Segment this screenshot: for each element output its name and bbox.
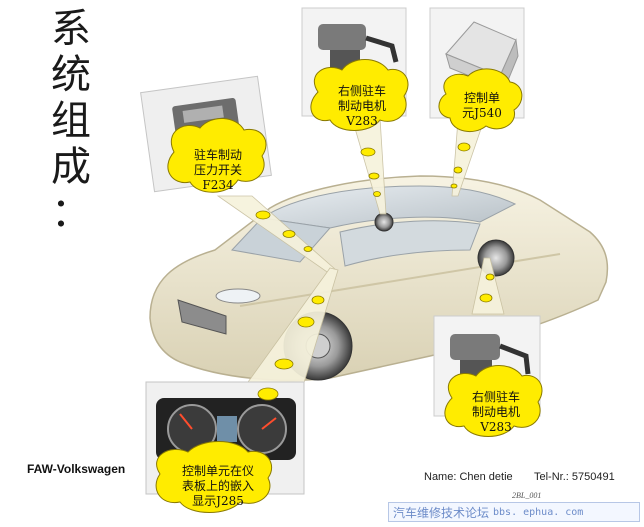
section-title: 系 统 组 成 ： <box>46 6 96 236</box>
car-roof-glass <box>260 185 517 229</box>
callout-right-motor-bottom: 右侧驻车 制动电机 V283 <box>446 386 546 438</box>
callout-line: 控制单元在仪 <box>181 463 254 478</box>
dot <box>479 293 493 303</box>
watermark-url: bbs. ephua. com <box>493 506 584 518</box>
author-name: Name: Chen detie <box>424 471 513 483</box>
dot <box>303 246 313 252</box>
image-code: 2BL_001 <box>512 491 542 500</box>
dot <box>453 166 463 174</box>
beam-right-motor-bottom <box>471 257 505 315</box>
callout-line: 表板上的嵌入 <box>181 478 254 493</box>
rear-left-wheel <box>374 212 394 232</box>
brand-label: FAW-Volkswagen <box>27 462 126 476</box>
dot <box>311 295 325 305</box>
callout-line: 显示J285 <box>192 493 244 508</box>
dot <box>274 358 294 370</box>
callout-line: 右侧驻车 <box>471 389 520 404</box>
callout-line: 制动电机 <box>471 404 520 419</box>
title-char: 成 <box>51 144 91 190</box>
dot <box>282 230 296 238</box>
callout-line: 制动电机 <box>337 98 386 113</box>
callout-dash-display: 控制单元在仪 表板上的嵌入 显示J285 <box>160 458 276 514</box>
dot <box>373 191 381 197</box>
callout-bubble-control-unit <box>438 68 523 133</box>
dot <box>360 147 376 157</box>
callout-bubble-right-motor-bottom <box>444 365 543 437</box>
title-char: ： <box>51 190 91 236</box>
callout-line: F234 <box>202 177 234 192</box>
callout-line: V283 <box>480 419 512 434</box>
callout-control-unit: 控制单 元J540 <box>444 84 520 128</box>
callout-line: 右侧驻车 <box>337 83 386 98</box>
dot <box>450 183 458 189</box>
dot <box>297 316 315 328</box>
callout-pressure-switch: 驻车制动 压力开关 F234 <box>170 142 266 198</box>
callout-bubble-right-motor-top <box>310 59 409 131</box>
callout-right-motor-top: 右侧驻车 制动电机 V283 <box>312 80 412 132</box>
title-char: 统 <box>51 52 91 98</box>
dot <box>255 210 271 220</box>
callout-bubble-pressure-switch <box>167 118 267 193</box>
callout-shapes <box>155 59 543 513</box>
callout-line: 元J540 <box>462 106 502 120</box>
dot <box>368 172 380 180</box>
dot <box>485 273 495 281</box>
car-headlight <box>215 288 261 304</box>
dot <box>257 387 279 401</box>
dot <box>457 142 471 152</box>
forum-watermark: 汽车维修技术论坛 bbs. ephua. com <box>388 502 640 522</box>
callout-line: V283 <box>346 113 378 128</box>
callout-line: 控制单 <box>463 91 500 105</box>
callout-line: 压力开关 <box>193 162 242 177</box>
title-char: 组 <box>51 98 91 144</box>
callout-line: 驻车制动 <box>193 147 242 162</box>
author-phone: Tel-Nr.: 5750491 <box>534 471 615 483</box>
car-grille <box>177 299 227 335</box>
photo-dash-display <box>145 381 305 495</box>
title-char: 系 <box>51 6 91 52</box>
connector-dots <box>255 142 495 401</box>
callout-bubble-dash-display <box>155 441 273 513</box>
watermark-text: 汽车维修技术论坛 <box>393 505 490 520</box>
